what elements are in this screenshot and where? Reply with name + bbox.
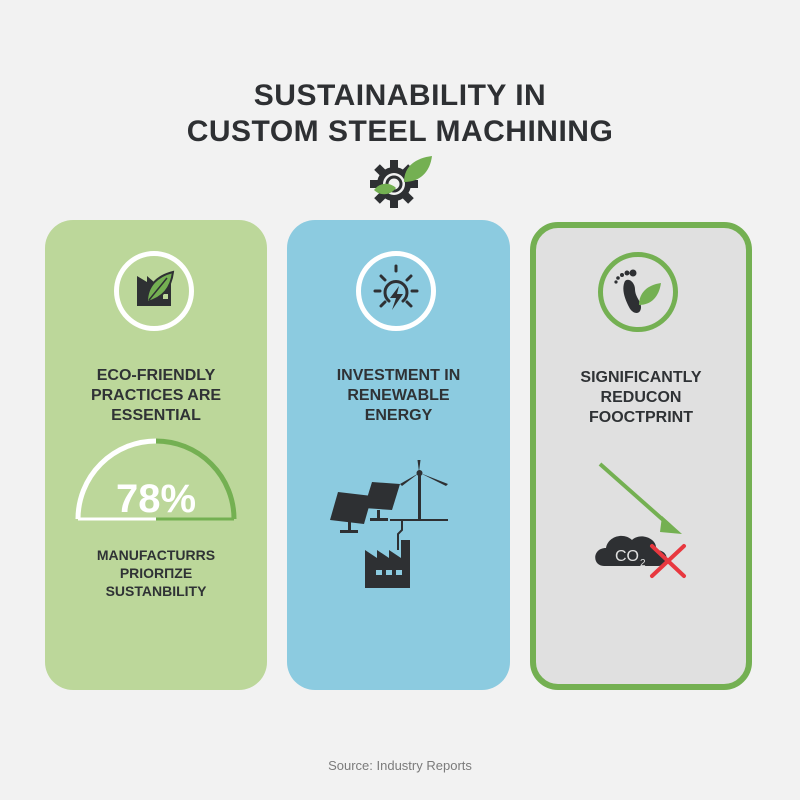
page-title: SUSTAINABILITY IN CUSTOM STEEL MACHINING [0,78,800,150]
co2-subscript: 2 [640,558,646,569]
footprint-card: SIGNIFICANTLY REDUCON FOOCTPRINT CO 2 [530,222,752,690]
stat-value: 78% [115,477,197,521]
card-title: SIGNIFICANTLY REDUCON FOOCTPRINT [580,369,702,426]
card-title: INVESTMENT IN RENEWABLE ENERGY [336,367,461,424]
co2-label: CO [615,548,639,565]
footprint-leaf-icon [614,269,661,313]
sun-bolt-icon [373,264,419,310]
factory-leaf-icon [137,270,175,306]
gear-leaf-icon [370,156,432,208]
card-title: ECO-FRIENDLY PRACTICES ARE ESSENTIAL [90,367,222,424]
renewable-energy-card: INVESTMENT IN RENEWABLE ENERGY [287,220,510,690]
percentage-gauge [75,438,237,521]
title-line-1: SUSTAINABILITY IN [253,79,547,112]
source-note: Source: Industry Reports [328,758,472,773]
co2-reduction-illustration: CO 2 [595,462,686,578]
stat-caption: MANUFACTURRS PRIORΠZE SUSTANBILITY [96,547,216,599]
title-line-2: CUSTOM STEEL MACHINING [186,115,614,148]
solar-wind-factory-illustration [330,460,448,588]
eco-practices-card: ECO-FRIENDLY PRACTICES ARE ESSENTIAL 78%… [45,220,267,690]
